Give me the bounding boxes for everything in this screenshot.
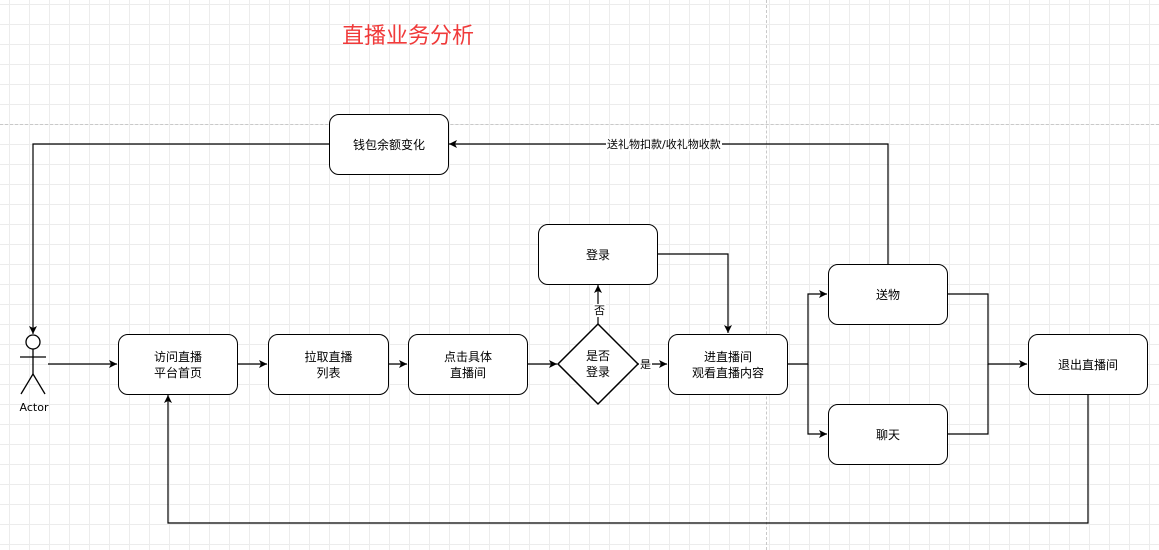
edge-enter-to-gift: [788, 290, 827, 365]
edge-label-yes: 是: [639, 358, 652, 371]
node-click-room[interactable]: 点击具体 直播间: [408, 334, 528, 395]
node-fetch-list[interactable]: 拉取直播 列表: [268, 334, 389, 395]
edge-enter-to-chat: [807, 364, 827, 438]
guide-line-vertical: [766, 0, 767, 550]
node-enter-room[interactable]: 进直播间 观看直播内容: [668, 334, 788, 395]
edge-gift-to-exit: [948, 293, 1027, 368]
edge-wallet-to-actor: [29, 143, 329, 334]
actor-label: Actor: [19, 401, 49, 414]
edge-exit-to-home: [164, 395, 1089, 524]
node-wallet-change[interactable]: 钱包余额变化: [329, 114, 449, 175]
diagram-title: 直播业务分析: [342, 24, 475, 49]
edge-gift-to-wallet: [449, 140, 889, 264]
node-label: 送物: [875, 287, 900, 302]
node-chat[interactable]: 聊天: [828, 404, 948, 465]
node-login[interactable]: 登录: [538, 224, 658, 285]
guide-line-horizontal: [0, 124, 1159, 125]
node-label: 拉取直播 列表: [304, 349, 353, 380]
edge-label-no: 否: [593, 304, 606, 317]
edge-label-gift-payment: 送礼物扣款/收礼物收款: [606, 138, 722, 151]
node-label: 点击具体 直播间: [443, 349, 492, 380]
edge-chat-to-exit: [948, 364, 989, 435]
node-label: 进直播间 观看直播内容: [691, 349, 764, 380]
node-label: 聊天: [875, 427, 900, 442]
node-exit-room[interactable]: 退出直播间: [1028, 334, 1148, 395]
decision-diamond[interactable]: [556, 322, 640, 406]
edge-login-to-enter: [658, 253, 732, 333]
node-label: 退出直播间: [1057, 357, 1118, 372]
node-visit-home[interactable]: 访问直播 平台首页: [118, 334, 238, 395]
node-send-gift[interactable]: 送物: [828, 264, 948, 325]
node-label: 钱包余额变化: [352, 137, 425, 152]
actor-icon[interactable]: [20, 334, 46, 395]
node-label: 访问直播 平台首页: [153, 349, 202, 380]
node-label: 登录: [585, 247, 610, 262]
